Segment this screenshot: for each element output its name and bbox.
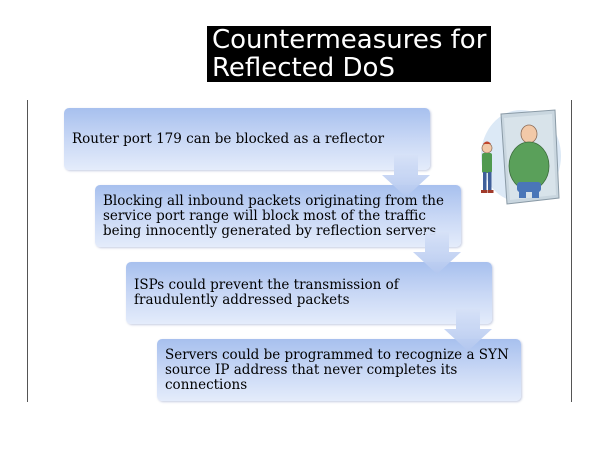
right-border-line — [571, 100, 572, 402]
step-box-3: ISPs could prevent the transmission of f… — [126, 262, 492, 324]
title-line-2: Reflected DoS — [212, 54, 401, 82]
step-4-text: Servers could be programmed to recognize… — [165, 346, 509, 393]
down-arrow-2 — [413, 232, 461, 274]
child-and-giant-reflection-icon — [481, 109, 561, 205]
step-2-text: Blocking all inbound packets originating… — [103, 192, 444, 239]
step-3-text: ISPs could prevent the transmission of f… — [134, 277, 399, 308]
down-arrow-1 — [382, 155, 430, 197]
slide-title: Countermeasures for Reflected DoS — [207, 25, 492, 82]
left-border-line — [27, 100, 28, 402]
step-1-text: Router port 179 can be blocked as a refl… — [72, 130, 385, 147]
down-arrow-3 — [444, 309, 492, 351]
step-box-1: Router port 179 can be blocked as a refl… — [64, 108, 430, 170]
title-line-1: Countermeasures for — [212, 25, 487, 55]
step-box-4: Servers could be programmed to recognize… — [157, 339, 521, 401]
step-box-2: Blocking all inbound packets originating… — [95, 185, 461, 247]
